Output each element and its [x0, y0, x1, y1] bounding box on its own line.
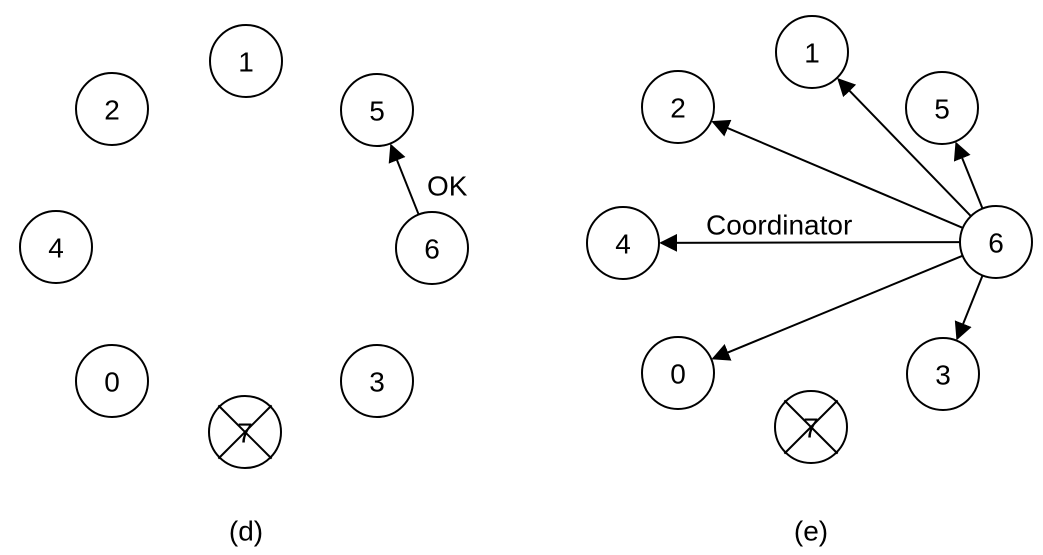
process-node-4: 4: [19, 210, 93, 284]
node-label: 3: [369, 367, 385, 398]
node-circle: [775, 15, 849, 89]
node-circle: [641, 70, 715, 144]
node-label: 6: [424, 234, 440, 265]
node-circle: [906, 337, 980, 411]
panel-d: OK 1 2 5 4 6 0 3 7 (d): [19, 24, 469, 547]
arrow-6-to-2: [711, 119, 964, 229]
node-circle: [586, 206, 660, 280]
arrow-6-to-5: [388, 143, 420, 215]
process-node-7: 7: [774, 390, 848, 464]
node-label: 6: [988, 228, 1004, 259]
process-node-5: 5: [340, 73, 414, 147]
node-circle: [340, 73, 414, 147]
process-node-3: 3: [340, 344, 414, 418]
process-node-2: 2: [641, 70, 715, 144]
node-label: 2: [104, 95, 120, 126]
node-circle: [959, 205, 1033, 279]
node-circle: [905, 71, 979, 145]
node-circle: [340, 344, 414, 418]
node-circle: [19, 210, 93, 284]
node-label: 2: [670, 93, 686, 124]
edge-label-coordinator: Coordinator: [706, 210, 852, 241]
process-node-6: 6: [959, 205, 1033, 279]
process-node-3: 3: [906, 337, 980, 411]
process-node-0: 0: [641, 336, 715, 410]
node-circle: [75, 344, 149, 418]
crashed-cross-icon: [783, 399, 839, 455]
arrow-6-to-3: [954, 275, 984, 341]
node-label: 4: [615, 229, 631, 260]
panel-e: Coordinator 1 2 5 4 6 0 3 7 (e): [586, 15, 1033, 547]
process-node-4: 4: [586, 206, 660, 280]
arrow-6-to-5: [953, 141, 984, 209]
node-circle: [395, 211, 469, 285]
process-node-6: 6: [395, 211, 469, 285]
node-label: 3: [935, 360, 951, 391]
node-label: 0: [104, 367, 120, 398]
node-label: 1: [804, 38, 820, 69]
arrow-6-to-1: [837, 78, 972, 217]
node-label: 1: [238, 47, 254, 78]
edge-label-ok: OK: [427, 171, 468, 202]
node-label: 0: [670, 359, 686, 390]
arrow-6-to-4: [659, 233, 961, 252]
node-label: 5: [369, 96, 385, 127]
node-label: 5: [934, 94, 950, 125]
process-node-1: 1: [775, 15, 849, 89]
process-node-1: 1: [209, 24, 283, 98]
crashed-cross-icon: [217, 404, 273, 460]
process-node-7: 7: [208, 395, 282, 469]
process-node-0: 0: [75, 344, 149, 418]
node-circle: [641, 336, 715, 410]
node-circle: [75, 72, 149, 146]
panel-caption: (d): [229, 516, 263, 547]
node-circle: [209, 24, 283, 98]
panel-caption: (e): [794, 516, 828, 547]
node-label: 4: [48, 233, 64, 264]
process-node-2: 2: [75, 72, 149, 146]
arrow-6-to-0: [711, 254, 964, 361]
process-node-5: 5: [905, 71, 979, 145]
